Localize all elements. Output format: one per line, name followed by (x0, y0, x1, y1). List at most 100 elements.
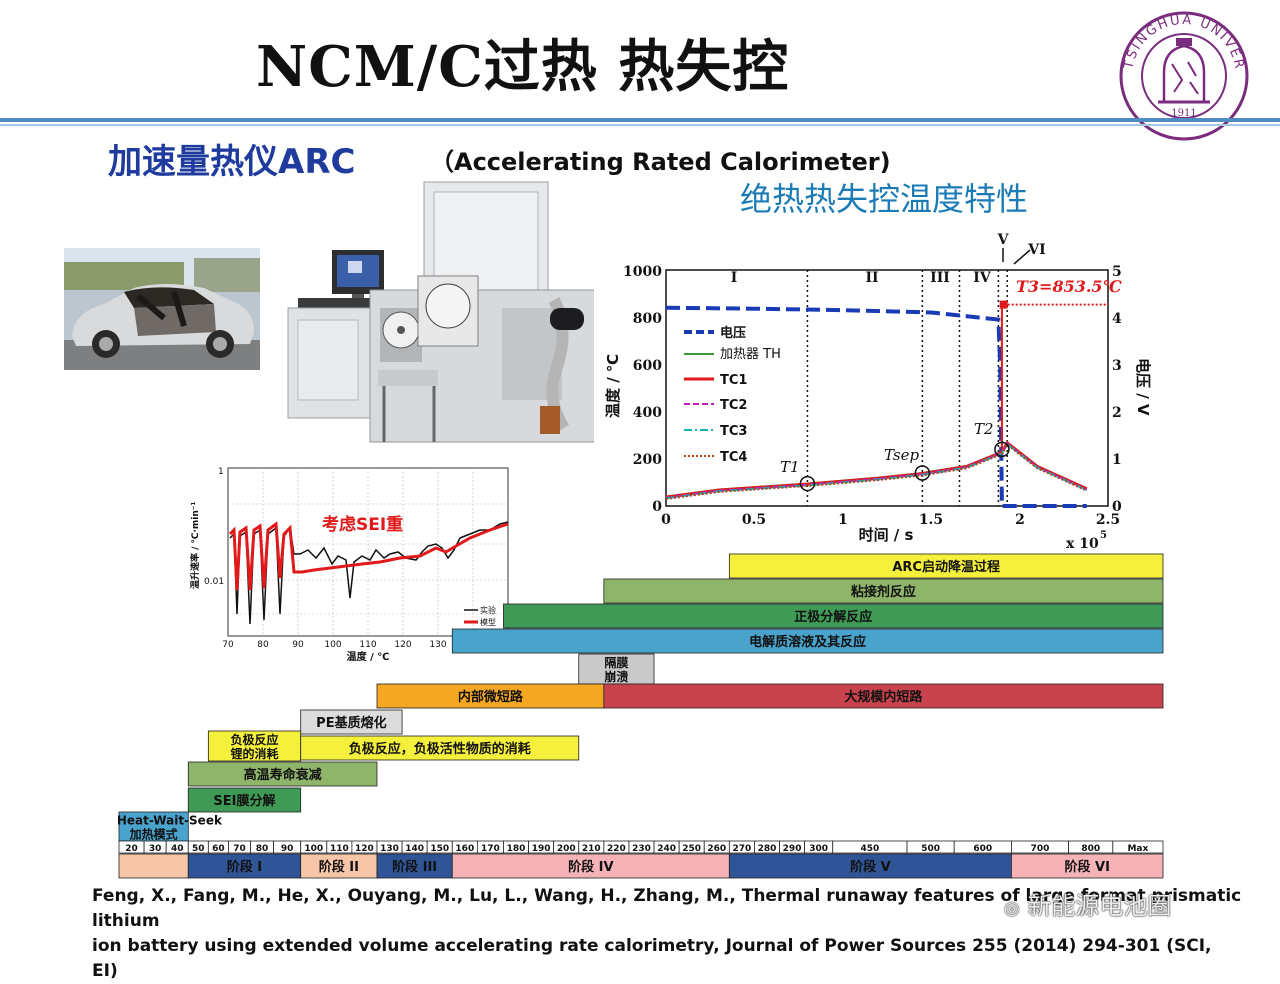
scale-label: 600 (973, 844, 992, 854)
stage-label: 阶段 VI (1064, 859, 1109, 875)
scale-label: 100 (304, 844, 323, 854)
scale-label: 250 (682, 844, 701, 854)
reaction-timeline: ARC启动降温过程粘接剂反应正极分解反应电解质溶液及其反应隔膜崩溃内部微短路大规… (118, 553, 1164, 879)
stage-cell (728, 853, 1012, 879)
reaction-bar (503, 603, 1164, 629)
reaction-bar-label: 负极反应 (231, 732, 279, 747)
reaction-bar (187, 787, 302, 813)
svg-text:80: 80 (257, 640, 269, 650)
svg-text:1911: 1911 (1171, 108, 1196, 119)
marker-label: T1 (780, 458, 800, 476)
temperature-line (665, 443, 1088, 500)
svg-text:温度 / ℃: 温度 / ℃ (604, 354, 622, 418)
svg-text:实验: 实验 (480, 605, 496, 615)
reaction-bar (451, 628, 1164, 654)
slide-title: NCM/C过热 热失控 (256, 34, 790, 100)
svg-text:电压 / V: 电压 / V (1134, 358, 1152, 416)
scale-label: 180 (507, 844, 526, 854)
reaction-bar-label: 正极分解反应 (794, 609, 872, 625)
stage-label: 阶段 IV (568, 859, 613, 875)
subtitle-en: （Accelerating Rated Calorimeter) (430, 148, 891, 176)
svg-text:400: 400 (633, 405, 662, 421)
svg-text:800: 800 (633, 311, 662, 327)
stage-cell (451, 853, 730, 879)
scale-label: 300 (809, 844, 828, 854)
reaction-bar (300, 709, 403, 735)
scale-label: 800 (1081, 844, 1100, 854)
svg-text:1: 1 (218, 467, 224, 477)
scale-label: 170 (481, 844, 500, 854)
svg-text:加热器 TH: 加热器 TH (720, 347, 781, 362)
svg-text:3: 3 (1112, 358, 1122, 374)
phase-label: IV (973, 270, 992, 286)
scale-label: 280 (758, 844, 777, 854)
reaction-bar-label: 隔膜 (604, 655, 628, 670)
reaction-bar-label: SEI膜分解 (213, 793, 275, 809)
reaction-bar-label: ARC启动降温过程 (892, 559, 1000, 575)
scale-label: Max (1127, 844, 1148, 854)
reaction-bar-label: PE基质熔化 (316, 715, 386, 731)
scale-label: 130 (380, 844, 399, 854)
arc-instrument-photo (284, 180, 594, 452)
subtitle-cn: 加速量热仪ARC (108, 142, 356, 182)
arc-thermal-chart: I II III IV V VI T3=853.5℃ 0 200 400 600… (604, 232, 1152, 552)
svg-text:x 10: x 10 (1066, 536, 1099, 552)
scale-label: 230 (632, 844, 651, 854)
reaction-bar (603, 578, 1164, 604)
scale-label: 20 (125, 844, 138, 854)
scale-label: 210 (582, 844, 601, 854)
svg-text:1.5: 1.5 (919, 512, 943, 528)
reaction-bar-label: 电解质溶液及其反应 (749, 634, 866, 650)
scale-label: 200 (557, 844, 576, 854)
scale-cell (1112, 840, 1164, 854)
svg-text:1000: 1000 (623, 264, 662, 280)
scale-label: 240 (657, 844, 676, 854)
reaction-bar-label: ARC Heat-Wait-Seek (118, 814, 223, 828)
scale-label: 60 (212, 844, 225, 854)
phase-label: I (731, 270, 738, 286)
svg-text:TC3: TC3 (720, 424, 747, 439)
svg-text:时间 / s: 时间 / s (859, 526, 914, 544)
svg-text:70: 70 (222, 640, 234, 650)
scale-label: 500 (921, 844, 940, 854)
svg-text:2: 2 (1015, 512, 1025, 528)
stage-cell (300, 853, 378, 879)
stage-label: 阶段 I (227, 859, 262, 875)
marker-label: T2 (974, 420, 994, 438)
reaction-bar-label: 崩溃 (604, 669, 628, 684)
section-title: 绝热热失控温度特性 (740, 180, 1029, 218)
scale-label: 190 (532, 844, 551, 854)
svg-text:600: 600 (633, 358, 662, 374)
svg-text:200: 200 (633, 452, 662, 468)
stage-cell (1011, 853, 1164, 879)
scale-label: 30 (149, 844, 162, 854)
scale-label: 270 (732, 844, 751, 854)
scale-label: 40 (171, 844, 184, 854)
svg-text:100: 100 (324, 640, 341, 650)
phase-label: VI (1027, 242, 1045, 258)
svg-text:4: 4 (1112, 311, 1122, 327)
stage-cell (187, 853, 302, 879)
svg-text:0: 0 (661, 512, 671, 528)
reaction-bar-label: 内部微短路 (458, 689, 524, 705)
marker-circle (914, 465, 931, 481)
reaction-bar (376, 683, 605, 709)
reaction-bar-label: 大规模内短路 (844, 689, 923, 705)
scale-label: 700 (1031, 844, 1050, 854)
scale-label: 150 (430, 844, 449, 854)
svg-text:0.5: 0.5 (742, 512, 766, 528)
watermark: ◎ 新能源电池圈 (1004, 886, 1171, 921)
svg-text:5: 5 (1112, 264, 1122, 280)
reaction-bar (187, 761, 378, 787)
phase-label: II (865, 270, 878, 286)
svg-text:模型: 模型 (480, 617, 496, 627)
reaction-bar-label: 高温寿命衰减 (244, 767, 322, 783)
svg-text:0: 0 (1112, 499, 1122, 515)
scale-label: 290 (783, 844, 802, 854)
reaction-bar (207, 730, 302, 762)
scale-label: 450 (860, 844, 879, 854)
svg-text:TC4: TC4 (720, 450, 747, 465)
reaction-bar (728, 553, 1164, 579)
scale-label: 80 (256, 844, 269, 854)
svg-text:电压: 电压 (720, 325, 746, 341)
